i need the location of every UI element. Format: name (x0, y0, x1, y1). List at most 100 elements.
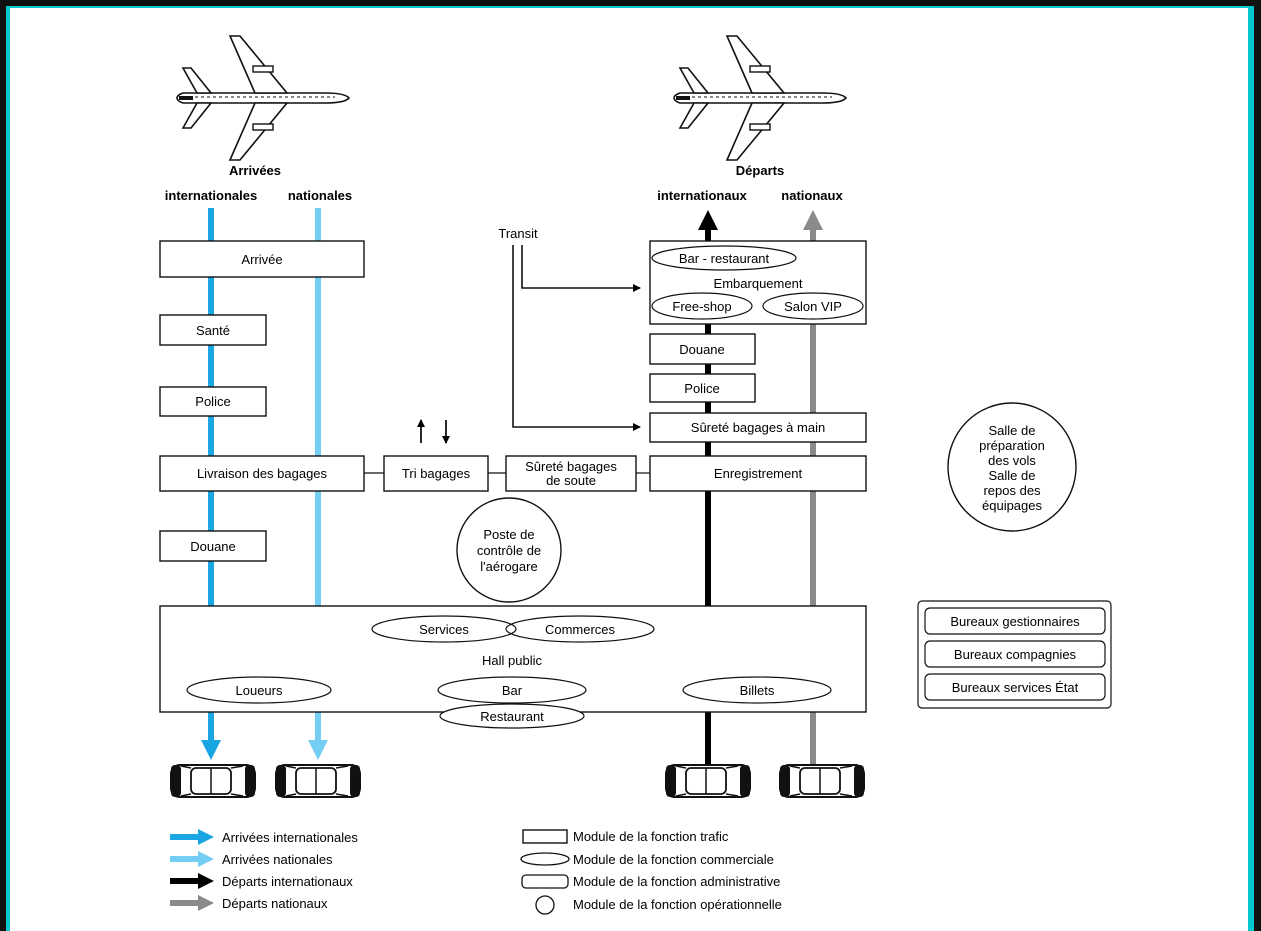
legend-item-arrivees-nationales: Arrivées nationales (170, 851, 333, 867)
module-enregistrement: Enregistrement (649, 455, 867, 492)
svg-text:Salle de: Salle de (989, 468, 1036, 483)
svg-text:Santé: Santé (196, 323, 230, 338)
car-icon (170, 764, 256, 798)
arrow-arrivees-nationales (308, 740, 328, 760)
module-loueurs (186, 676, 332, 704)
svg-text:l'aérogare: l'aérogare (480, 559, 537, 574)
heading-arrivees-internationales: internationales (165, 188, 257, 203)
module-free-shop (651, 292, 753, 320)
svg-text:des vols: des vols (988, 453, 1036, 468)
module-salon-vip (762, 292, 864, 320)
svg-text:Douane: Douane (190, 539, 236, 554)
module-surete-bagages-main: Sûreté bagages à main (649, 412, 867, 443)
svg-text:Départs nationaux: Départs nationaux (222, 896, 328, 911)
svg-text:Enregistrement: Enregistrement (714, 466, 803, 481)
svg-text:Free-shop: Free-shop (672, 299, 731, 314)
module-services (371, 615, 517, 643)
svg-text:Hall public: Hall public (482, 653, 542, 668)
svg-text:Police: Police (195, 394, 230, 409)
arrow-arrivees-internationales (201, 740, 221, 760)
car-icon (275, 764, 361, 798)
svg-text:préparation: préparation (979, 438, 1045, 453)
admin-group: Bureaux gestionnaires Bureaux compagnies… (917, 600, 1112, 709)
svg-text:Sûreté bagages à main: Sûreté bagages à main (691, 420, 825, 435)
heading-departs-nationaux: nationaux (781, 188, 843, 203)
module-arrivee: Arrivée (159, 240, 365, 278)
svg-text:Module de la fonction administ: Module de la fonction administrative (573, 874, 780, 889)
module-douane-arrivee: Douane (159, 530, 267, 562)
svg-text:Poste de: Poste de (483, 527, 534, 542)
legend-modules: Module de la fonction trafic Module de l… (520, 829, 782, 915)
legend-item-trafic: Module de la fonction trafic (522, 829, 729, 844)
svg-text:Douane: Douane (679, 342, 725, 357)
transit-path-surete-main (512, 245, 641, 431)
transit-path-embarquement (521, 245, 641, 292)
legend-flows: Arrivées internationales Arrivées nation… (170, 829, 358, 911)
module-bureaux-gestionnaires (924, 607, 1106, 635)
svg-text:Bar: Bar (502, 683, 523, 698)
airplane-icon (176, 35, 350, 161)
legend-item-departs-nationaux: Départs nationaux (170, 895, 328, 911)
svg-text:Bureaux services État: Bureaux services État (952, 680, 1079, 695)
module-commerces (505, 615, 655, 643)
svg-text:Départs internationaux: Départs internationaux (222, 874, 353, 889)
car-icon (665, 764, 751, 798)
svg-text:Arrivées internationales: Arrivées internationales (222, 830, 358, 845)
legend-item-operationnelle: Module de la fonction opérationnelle (535, 895, 782, 915)
module-tri-bagages: Tri bagages (383, 455, 489, 492)
svg-text:Restaurant: Restaurant (480, 709, 544, 724)
svg-text:Module de la fonction opératio: Module de la fonction opérationnelle (573, 897, 782, 912)
module-bar (437, 676, 587, 704)
arrow-departs-internationaux (698, 210, 718, 230)
arrow-departs-nationaux (803, 210, 823, 230)
svg-text:Livraison des bagages: Livraison des bagages (197, 466, 328, 481)
transit-label: Transit (498, 226, 538, 241)
module-poste-controle: Poste de contrôle de l'aérogare (456, 497, 562, 603)
svg-text:contrôle de: contrôle de (477, 543, 541, 558)
svg-text:Module de la fonction commerci: Module de la fonction commerciale (573, 852, 774, 867)
svg-text:Bureaux compagnies: Bureaux compagnies (954, 647, 1077, 662)
module-bureaux-services-etat (924, 673, 1106, 701)
heading-arrivees: Arrivées (229, 163, 281, 178)
airplane-icon (673, 35, 847, 161)
module-bar-restaurant (651, 245, 797, 271)
svg-text:Arrivées nationales: Arrivées nationales (222, 852, 333, 867)
module-hall-public: Hall public Services Commerces Loueurs B… (159, 605, 867, 713)
svg-text:Loueurs: Loueurs (236, 683, 283, 698)
svg-text:Billets: Billets (740, 683, 775, 698)
heading-arrivees-nationales: nationales (288, 188, 352, 203)
svg-text:Embarquement: Embarquement (714, 276, 803, 291)
svg-text:de soute: de soute (546, 473, 596, 488)
svg-text:repos des: repos des (983, 483, 1041, 498)
module-douane-depart: Douane (649, 333, 756, 365)
svg-text:Sûreté bagages: Sûreté bagages (525, 459, 617, 474)
svg-text:Police: Police (684, 381, 719, 396)
heading-departs: Départs (736, 163, 784, 178)
svg-text:Arrivée: Arrivée (241, 252, 282, 267)
module-billets (682, 676, 832, 704)
svg-text:Commerces: Commerces (545, 622, 616, 637)
legend-item-administrative: Module de la fonction administrative (521, 874, 780, 889)
module-embarquement: Embarquement Bar - restaurant Free-shop … (649, 240, 867, 325)
module-livraison-bagages: Livraison des bagages (159, 455, 365, 492)
car-icon (779, 764, 865, 798)
legend-item-arrivees-internationales: Arrivées internationales (170, 829, 358, 845)
svg-text:Tri bagages: Tri bagages (402, 466, 471, 481)
legend-item-commerciale: Module de la fonction commerciale (520, 852, 774, 867)
module-police-depart: Police (649, 373, 756, 403)
svg-text:Services: Services (419, 622, 469, 637)
svg-text:Module de la fonction trafic: Module de la fonction trafic (573, 829, 729, 844)
module-salle-preparation: Salle de préparation des vols Salle de r… (947, 402, 1077, 532)
svg-text:Salon VIP: Salon VIP (784, 299, 842, 314)
svg-text:Salle de: Salle de (989, 423, 1036, 438)
svg-text:équipages: équipages (982, 498, 1042, 513)
module-bureaux-compagnies (924, 640, 1106, 668)
module-surete-bagages-soute: Sûreté bagages de soute (505, 455, 637, 492)
module-restaurant: Restaurant (439, 703, 585, 729)
module-sante: Santé (159, 314, 267, 346)
heading-departs-internationaux: internationaux (657, 188, 747, 203)
module-police-arrivee: Police (159, 386, 267, 417)
legend-item-departs-internationaux: Départs internationaux (170, 873, 353, 889)
svg-text:Bar - restaurant: Bar - restaurant (679, 251, 770, 266)
